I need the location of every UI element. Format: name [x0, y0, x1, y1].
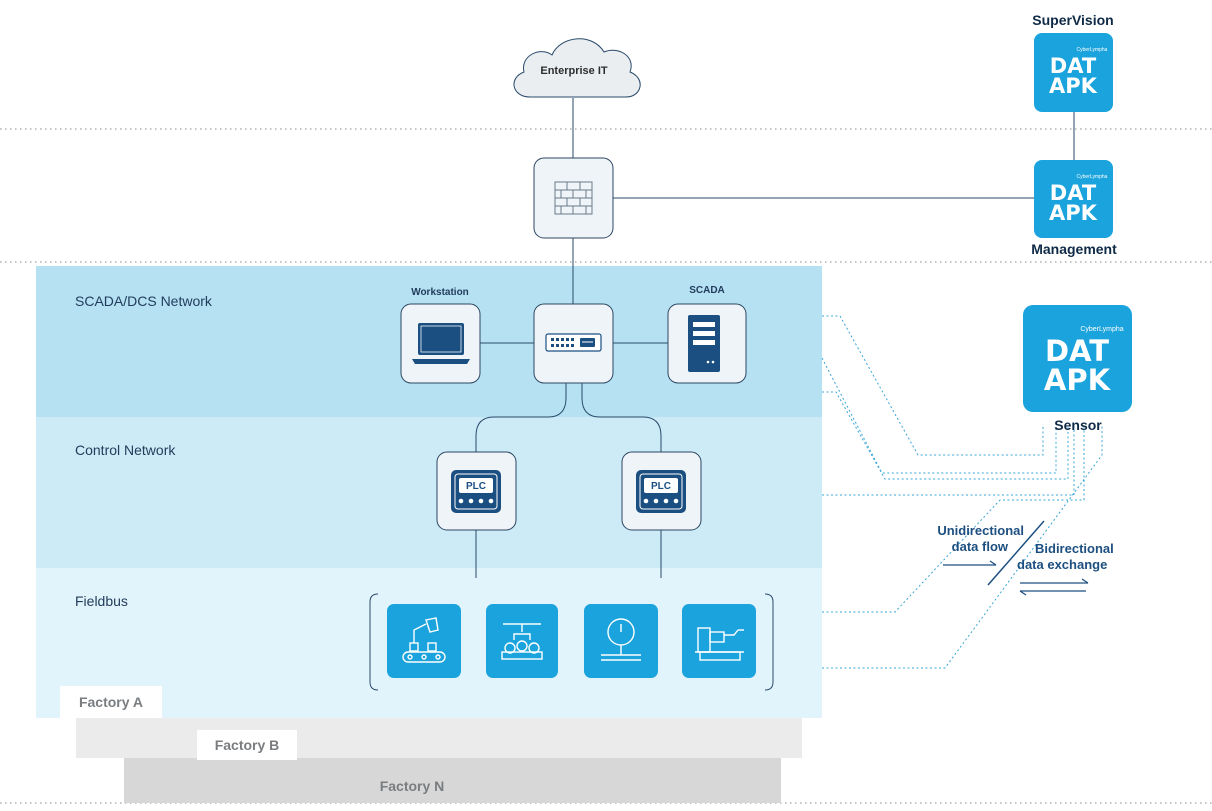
management-dat: DAT — [1050, 181, 1097, 205]
supervision-apk: APK — [1049, 74, 1098, 98]
plc-1-label: PLC — [466, 481, 486, 492]
supervision-brand: CyberLympha — [1077, 47, 1108, 53]
zone-label-control: Control Network — [75, 442, 176, 458]
cloud-label: Enterprise IT — [540, 65, 608, 77]
gripper-conveyor-icon — [501, 623, 543, 660]
plc-icon — [451, 470, 501, 513]
unidirectional-label-line2: data flow — [952, 539, 1009, 554]
datapk-management-node[interactable]: CyberLympha DAT APK — [1034, 160, 1113, 238]
cloud-icon — [513, 38, 641, 98]
control-zone — [36, 417, 822, 568]
switch-icon — [545, 333, 602, 352]
firewall-node[interactable] — [533, 157, 614, 239]
plc-node-2[interactable]: PLC — [621, 451, 702, 531]
server-tower-icon — [688, 315, 720, 372]
sensor-apk: APK — [1044, 363, 1112, 397]
unidirectional-label-line1: Unidirectional — [937, 523, 1024, 538]
supervision-dat: DAT — [1050, 54, 1097, 78]
network-switch-node[interactable] — [533, 303, 614, 384]
factory-n-label: Factory N — [380, 778, 445, 794]
zone-label-fieldbus: Fieldbus — [75, 593, 128, 609]
field-device-robot-arm[interactable] — [387, 604, 461, 678]
supervision-label: SuperVision — [1032, 12, 1113, 28]
workstation-label: Workstation — [411, 287, 469, 298]
fieldbus-bracket-right — [764, 593, 774, 691]
management-brand: CyberLympha — [1077, 174, 1108, 180]
sensor-links — [821, 315, 1103, 669]
plc-icon — [636, 470, 686, 513]
field-device-cnc[interactable] — [682, 604, 756, 678]
scada-label: SCADA — [689, 285, 725, 296]
link-switch-plc-1 — [475, 383, 567, 452]
factory-b-stack: Factory B — [76, 718, 802, 760]
bidirectional-label-line2: data exchange — [1017, 557, 1107, 572]
datapk-sensor-node[interactable]: CyberLympha DAT APK — [1023, 305, 1132, 412]
pressure-gauge-icon — [601, 618, 641, 661]
zone-label-scada: SCADA/DCS Network — [75, 293, 213, 309]
scada-server-node[interactable] — [667, 303, 747, 384]
factory-n-stack: Factory N — [124, 757, 781, 803]
firewall-brick-icon — [554, 181, 593, 215]
factory-b-label: Factory B — [215, 737, 280, 753]
enterprise-it-cloud[interactable]: Enterprise IT — [513, 38, 641, 98]
factory-a-label: Factory A — [79, 694, 143, 710]
management-label: Management — [1031, 241, 1117, 257]
bidirectional-label-line1: Bidirectional — [1035, 541, 1114, 556]
arrows-bidirectional-icon — [1019, 578, 1089, 596]
datapk-supervision-node[interactable]: CyberLympha DAT APK — [1034, 33, 1113, 112]
factory-a-tab — [60, 686, 162, 718]
plc-2-label: PLC — [651, 481, 671, 492]
sensor-dat: DAT — [1045, 334, 1109, 368]
workstation-node[interactable] — [400, 303, 481, 384]
laptop-icon — [412, 323, 470, 364]
unidirectional-flow-legend: Unidirectional data flow — [937, 523, 1024, 566]
field-device-gauge[interactable] — [584, 604, 658, 678]
sensor-brand: CyberLympha — [1080, 326, 1123, 333]
robot-arm-conveyor-icon — [402, 617, 446, 663]
flow-divider-slash — [987, 520, 1045, 586]
cnc-machine-icon — [695, 627, 744, 661]
fieldbus-bracket-left — [369, 593, 379, 691]
plc-node-1[interactable]: PLC — [436, 451, 517, 531]
arrow-right-icon — [943, 560, 997, 566]
bidirectional-flow-legend: Bidirectional data exchange — [1017, 541, 1114, 596]
field-device-gripper[interactable] — [486, 604, 558, 678]
sensor-label: Sensor — [1054, 417, 1102, 433]
management-apk: APK — [1049, 201, 1098, 225]
link-switch-plc-2 — [581, 383, 662, 452]
